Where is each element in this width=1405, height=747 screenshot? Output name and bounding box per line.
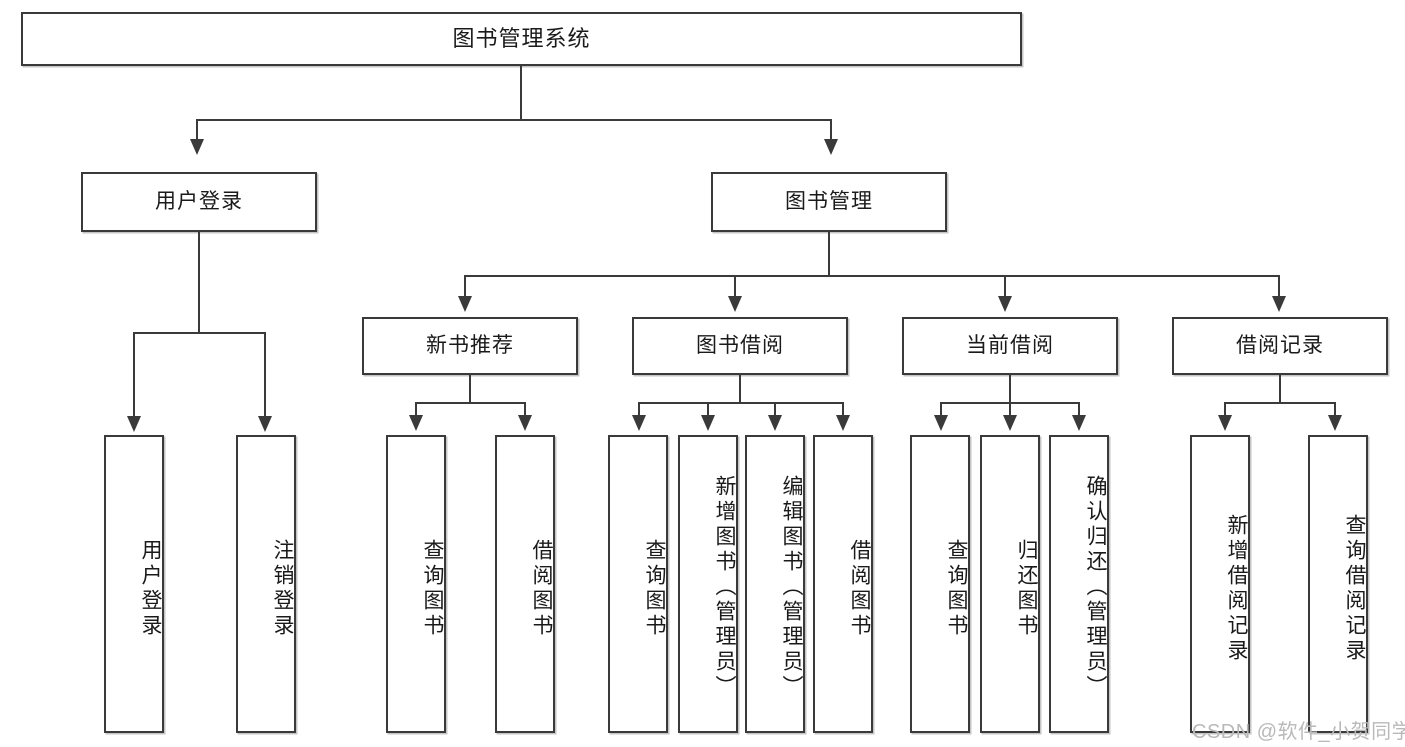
connector-level3-drop-4 bbox=[1278, 275, 1280, 297]
arrow-to-book-borrow bbox=[728, 296, 742, 312]
arrow-to-leaf-edit-book bbox=[768, 415, 782, 431]
arrow-to-new-book-recommend bbox=[458, 296, 472, 312]
leaf-return-book[interactable]: 归还图书 bbox=[980, 435, 1040, 733]
node-label: 确认归还（管理员） bbox=[1084, 474, 1107, 700]
arrow-to-leaf-return-book bbox=[1003, 415, 1017, 431]
connector-user-login-drop-1 bbox=[133, 332, 135, 417]
arrow-to-leaf-add-record bbox=[1218, 415, 1232, 431]
connector-level3-drop-3 bbox=[1004, 275, 1006, 297]
leaf-edit-book-admin[interactable]: 编辑图书（管理员） bbox=[745, 435, 805, 733]
node-label: 查询图书 bbox=[643, 539, 666, 639]
connector-user-login-drop-2 bbox=[264, 332, 266, 417]
leaf-add-book-admin[interactable]: 新增图书（管理员） bbox=[678, 435, 738, 733]
arrow-to-current-borrow bbox=[998, 296, 1012, 312]
connector-book-borrow-bus bbox=[638, 402, 844, 404]
connector-borrow-record-drop-1 bbox=[1224, 402, 1226, 416]
leaf-query-borrow-record[interactable]: 查询借阅记录 bbox=[1308, 435, 1368, 733]
node-label: 借阅图书 bbox=[530, 539, 553, 639]
arrow-to-leaf-user-login bbox=[127, 416, 141, 432]
connector-book-borrow-drop-4 bbox=[842, 402, 844, 416]
connector-current-borrow-stem bbox=[1009, 375, 1011, 403]
arrow-to-leaf-borrow-book-2 bbox=[836, 415, 850, 431]
connector-book-management-stem bbox=[828, 232, 830, 276]
leaf-confirm-return-admin[interactable]: 确认归还（管理员） bbox=[1049, 435, 1109, 733]
node-label: 当前借阅 bbox=[966, 333, 1054, 357]
arrow-to-borrow-record bbox=[1272, 296, 1286, 312]
node-label: 图书管理 bbox=[785, 189, 873, 213]
node-label: 新增图书（管理员） bbox=[713, 474, 736, 700]
arrow-to-book-management bbox=[824, 139, 838, 155]
arrow-to-leaf-query-book-1 bbox=[409, 415, 423, 431]
node-label: 编辑图书（管理员） bbox=[780, 474, 803, 700]
connector-level2-drop-right bbox=[830, 119, 832, 140]
leaf-query-book-current[interactable]: 查询图书 bbox=[910, 435, 970, 733]
connector-level3-drop-2 bbox=[734, 275, 736, 297]
connector-new-book-drop-1 bbox=[415, 402, 417, 416]
leaf-borrow-book[interactable]: 借阅图书 bbox=[813, 435, 873, 733]
connector-book-borrow-stem bbox=[739, 375, 741, 403]
arrow-to-leaf-borrow-book-1 bbox=[518, 415, 532, 431]
leaf-query-book-recommend[interactable]: 查询图书 bbox=[386, 435, 446, 733]
leaf-add-borrow-record[interactable]: 新增借阅记录 bbox=[1190, 435, 1250, 733]
connector-borrow-record-bus bbox=[1224, 402, 1336, 404]
connector-new-book-drop-2 bbox=[524, 402, 526, 416]
connector-root-stem bbox=[520, 66, 522, 120]
node-root-library-system[interactable]: 图书管理系统 bbox=[21, 12, 1022, 66]
node-label: 新增借阅记录 bbox=[1225, 514, 1248, 664]
node-label: 借阅记录 bbox=[1236, 333, 1324, 357]
node-borrow-record[interactable]: 借阅记录 bbox=[1172, 317, 1388, 375]
connector-borrow-record-stem bbox=[1279, 375, 1281, 403]
leaf-borrow-book-recommend[interactable]: 借阅图书 bbox=[495, 435, 555, 733]
node-book-management[interactable]: 图书管理 bbox=[711, 172, 947, 232]
csdn-watermark: CSDN @软件_小贺同学 bbox=[1192, 721, 1405, 743]
leaf-logout[interactable]: 注销登录 bbox=[236, 435, 296, 733]
connector-book-borrow-drop-2 bbox=[707, 402, 709, 416]
node-book-borrow[interactable]: 图书借阅 bbox=[632, 317, 848, 375]
connector-user-login-stem bbox=[198, 232, 200, 333]
node-label: 用户登录 bbox=[155, 189, 243, 213]
connector-level2-bus bbox=[196, 119, 832, 121]
leaf-query-book-borrow[interactable]: 查询图书 bbox=[608, 435, 668, 733]
node-label: 查询图书 bbox=[421, 539, 444, 639]
connector-book-borrow-drop-3 bbox=[774, 402, 776, 416]
connector-borrow-record-drop-2 bbox=[1334, 402, 1336, 416]
leaf-user-login[interactable]: 用户登录 bbox=[104, 435, 164, 733]
arrow-to-leaf-logout bbox=[258, 416, 272, 432]
connector-level3-drop-1 bbox=[464, 275, 466, 297]
arrow-to-leaf-add-book bbox=[701, 415, 715, 431]
node-label: 新书推荐 bbox=[426, 333, 514, 357]
node-label: 图书借阅 bbox=[696, 333, 784, 357]
node-label: 借阅图书 bbox=[848, 539, 871, 639]
node-label: 图书管理系统 bbox=[452, 26, 591, 52]
arrow-to-leaf-query-book-3 bbox=[934, 415, 948, 431]
arrow-to-user-login bbox=[190, 139, 204, 155]
connector-current-borrow-drop-2 bbox=[1009, 402, 1011, 416]
connector-new-book-stem bbox=[469, 375, 471, 403]
connector-current-borrow-drop-1 bbox=[940, 402, 942, 416]
connector-current-borrow-drop-3 bbox=[1078, 402, 1080, 416]
node-label: 查询图书 bbox=[945, 539, 968, 639]
node-current-borrow[interactable]: 当前借阅 bbox=[902, 317, 1118, 375]
node-label: 用户登录 bbox=[139, 539, 162, 639]
node-user-login[interactable]: 用户登录 bbox=[81, 172, 317, 232]
node-label: 归还图书 bbox=[1015, 539, 1038, 639]
connector-level3-bus bbox=[464, 275, 1280, 277]
connector-user-login-bus bbox=[133, 332, 266, 334]
node-label: 查询借阅记录 bbox=[1343, 514, 1366, 664]
arrow-to-leaf-query-record bbox=[1328, 415, 1342, 431]
connector-new-book-bus bbox=[415, 402, 526, 404]
arrow-to-leaf-query-book-2 bbox=[632, 415, 646, 431]
arrow-to-leaf-confirm-return bbox=[1072, 415, 1086, 431]
node-label: 注销登录 bbox=[271, 539, 294, 639]
connector-book-borrow-drop-1 bbox=[638, 402, 640, 416]
node-new-book-recommend[interactable]: 新书推荐 bbox=[362, 317, 578, 375]
connector-level2-drop-left bbox=[196, 119, 198, 140]
